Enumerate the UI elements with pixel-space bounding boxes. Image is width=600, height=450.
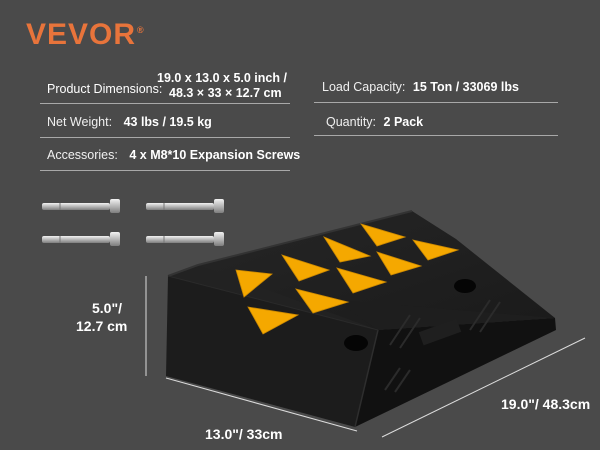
expansion-screw-icon (42, 199, 120, 213)
weight-label: Net Weight: (47, 115, 113, 129)
height-dimension-line2: 12.7 cm (76, 318, 128, 334)
divider (40, 170, 290, 171)
divider (40, 103, 290, 104)
accessories-value: 4 x M8*10 Expansion Screws (129, 148, 301, 162)
width-dimension: 19.0"/ 48.3cm (501, 396, 591, 412)
load-label: Load Capacity: (322, 80, 406, 94)
divider (40, 137, 290, 138)
curb-ramp (166, 210, 556, 428)
quantity-label: Quantity: (326, 115, 377, 129)
load-row: Load Capacity: 15 Ton / 33069 lbs (322, 80, 519, 94)
depth-dimension: 13.0"/ 33cm (205, 426, 283, 442)
quantity-value: 2 Pack (383, 115, 424, 129)
vevor-logo: VEVOR® (26, 18, 145, 52)
dimensions-value-line1: 19.0 x 13.0 x 5.0 inch / (157, 71, 287, 85)
divider (314, 102, 558, 103)
accessories-label: Accessories: (47, 148, 118, 162)
expansion-screw-icon (146, 232, 224, 246)
weight-row: Net Weight: 43 lbs / 19.5 kg (47, 115, 212, 129)
dimensions-value-line2: 48.3 × 33 × 12.7 cm (169, 86, 282, 100)
expansion-screw-icon (42, 232, 120, 246)
weight-value: 43 lbs / 19.5 kg (123, 115, 212, 129)
dimension-lines (145, 276, 586, 438)
dimensions-label: Product Dimensions: (47, 82, 163, 96)
accessories-row: Accessories: 4 x M8*10 Expansion Screws (47, 148, 300, 162)
height-dimension-line1: 5.0"/ (92, 300, 122, 316)
quantity-row: Quantity: 2 Pack (326, 115, 423, 129)
load-value: 15 Ton / 33069 lbs (412, 80, 519, 94)
registered-mark: ® (137, 25, 145, 35)
expansion-screw-icon (146, 199, 224, 213)
divider (314, 135, 558, 136)
brand-name: VEVOR (26, 18, 137, 51)
